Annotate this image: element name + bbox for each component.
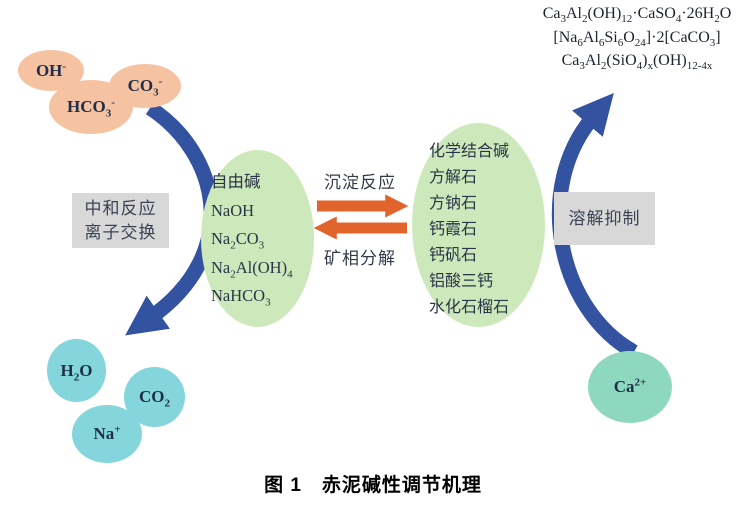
product-formula: Ca3Al2(SiO4)x(OH)12-4x	[561, 52, 713, 73]
bound-alkali-blob	[412, 123, 545, 327]
ion-label-co2: CO2	[139, 387, 170, 410]
ion-bubble-na: Na+	[72, 405, 142, 463]
ion-bubble-hco3: HCO3-	[49, 80, 133, 134]
neutralization-box-line1: 中和反应	[84, 198, 157, 218]
ion-label-hco3: HCO3-	[67, 96, 115, 120]
neutralization-box: 中和反应 离子交换	[72, 193, 169, 248]
ion-bubble-oh: OH-	[18, 50, 84, 91]
ion-bubble-ca: Ca2+	[588, 351, 672, 423]
forward-reaction-label: 沉淀反应	[324, 173, 396, 192]
ion-label-h2o: H2O	[60, 360, 93, 383]
bound-alkali-list: 化学结合碱 方解石 方钠石 钙霞石 钙矾石 铝酸三钙 水化石榴石	[429, 139, 509, 321]
free-alkali-item: NaOH	[211, 200, 255, 220]
dissolution-box-label: 溶解抑制	[568, 208, 641, 228]
dissolution-curved-arrow-icon	[551, 92, 638, 359]
free-alkali-list: 自由碱 NaOH Na2CO3 Na2Al(OH)4 NaHCO3	[211, 168, 293, 311]
free-alkali-item: NaHCO3	[211, 286, 271, 309]
bound-alkali-item: 水化石榴石	[429, 299, 510, 316]
ion-label-oh: OH-	[35, 59, 67, 80]
ion-label-na: Na+	[93, 423, 121, 443]
figure-caption: 图 1 赤泥碱性调节机理	[264, 475, 482, 496]
product-formula: Ca3Al2(OH)12·CaSO4·26H2O	[542, 5, 732, 26]
free-alkali-blob	[201, 150, 314, 327]
bound-alkali-item: 方解石	[429, 169, 478, 186]
product-formula: [Na6Al6Si6O24]·2[CaCO3]	[553, 28, 721, 49]
bound-alkali-item: 钙霞石	[429, 221, 478, 238]
bound-alkali-item: 铝酸三钙	[429, 273, 494, 290]
bound-alkali-item: 方钠石	[429, 195, 478, 212]
reverse-reaction-label: 矿相分解	[324, 249, 396, 268]
ion-bubble-h2o: H2O	[47, 339, 106, 402]
product-formulas: Ca3Al2(OH)12·CaSO4·26H2O [Na6Al6Si6O24]·…	[531, 2, 743, 73]
bound-alkali-title: 化学结合碱	[429, 143, 510, 160]
free-alkali-title: 自由碱	[211, 172, 261, 191]
ion-label-ca: Ca2+	[613, 376, 647, 396]
free-alkali-item: Na2Al(OH)4	[211, 257, 293, 280]
neutralization-box-line2: 离子交换	[84, 222, 157, 242]
dissolution-box: 溶解抑制	[554, 192, 655, 245]
free-alkali-item: Na2CO3	[211, 229, 265, 252]
ion-label-co3: CO3-	[127, 75, 163, 99]
bound-alkali-item: 钙矾石	[429, 247, 478, 264]
